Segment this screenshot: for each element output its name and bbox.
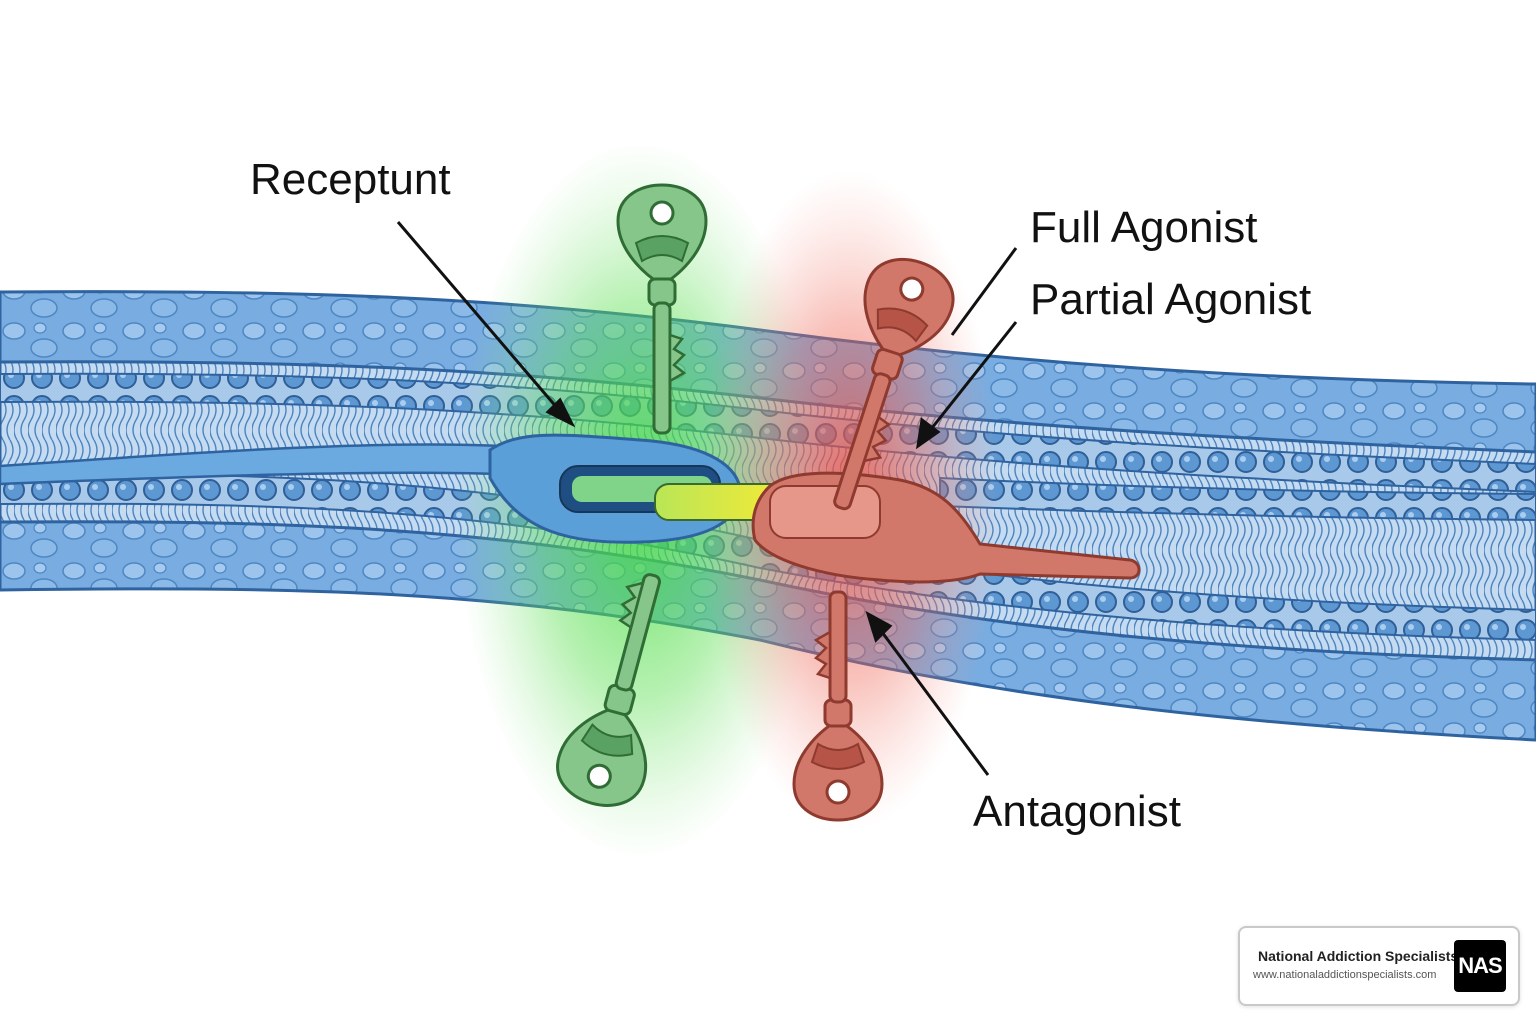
antagonist-leader [874, 623, 990, 776]
leader-lines [396, 221, 1018, 776]
partial-agonist-leader [922, 321, 1018, 439]
partial-agonist-arrowhead [915, 417, 941, 450]
receptor-label: Receptunt [250, 155, 451, 204]
antagonist-arrowhead [865, 610, 893, 643]
red-slot [769, 485, 881, 539]
brand-logo: NAS [1454, 940, 1506, 992]
partial-agonist-label: Partial Agonist [1030, 275, 1312, 324]
antagonist-label: Antagonist [973, 787, 1181, 836]
receptor-leader [396, 221, 566, 417]
brand-name: National Addiction Specialists [1258, 948, 1459, 964]
green-key-bottom [556, 573, 662, 807]
brand-badge: National Addiction Specialists www.natio… [1238, 926, 1520, 1006]
full-agonist-label: Full Agonist [1030, 203, 1258, 252]
full-agonist-leader [950, 247, 1018, 336]
red-key-top [833, 258, 955, 511]
green-key-top [616, 183, 708, 435]
brand-url: www.nationaladdictionspecialists.com [1253, 969, 1437, 981]
receptor-arrowhead [545, 397, 576, 428]
red-key-bottom [792, 590, 884, 822]
bead-row-mid [939, 476, 1536, 522]
